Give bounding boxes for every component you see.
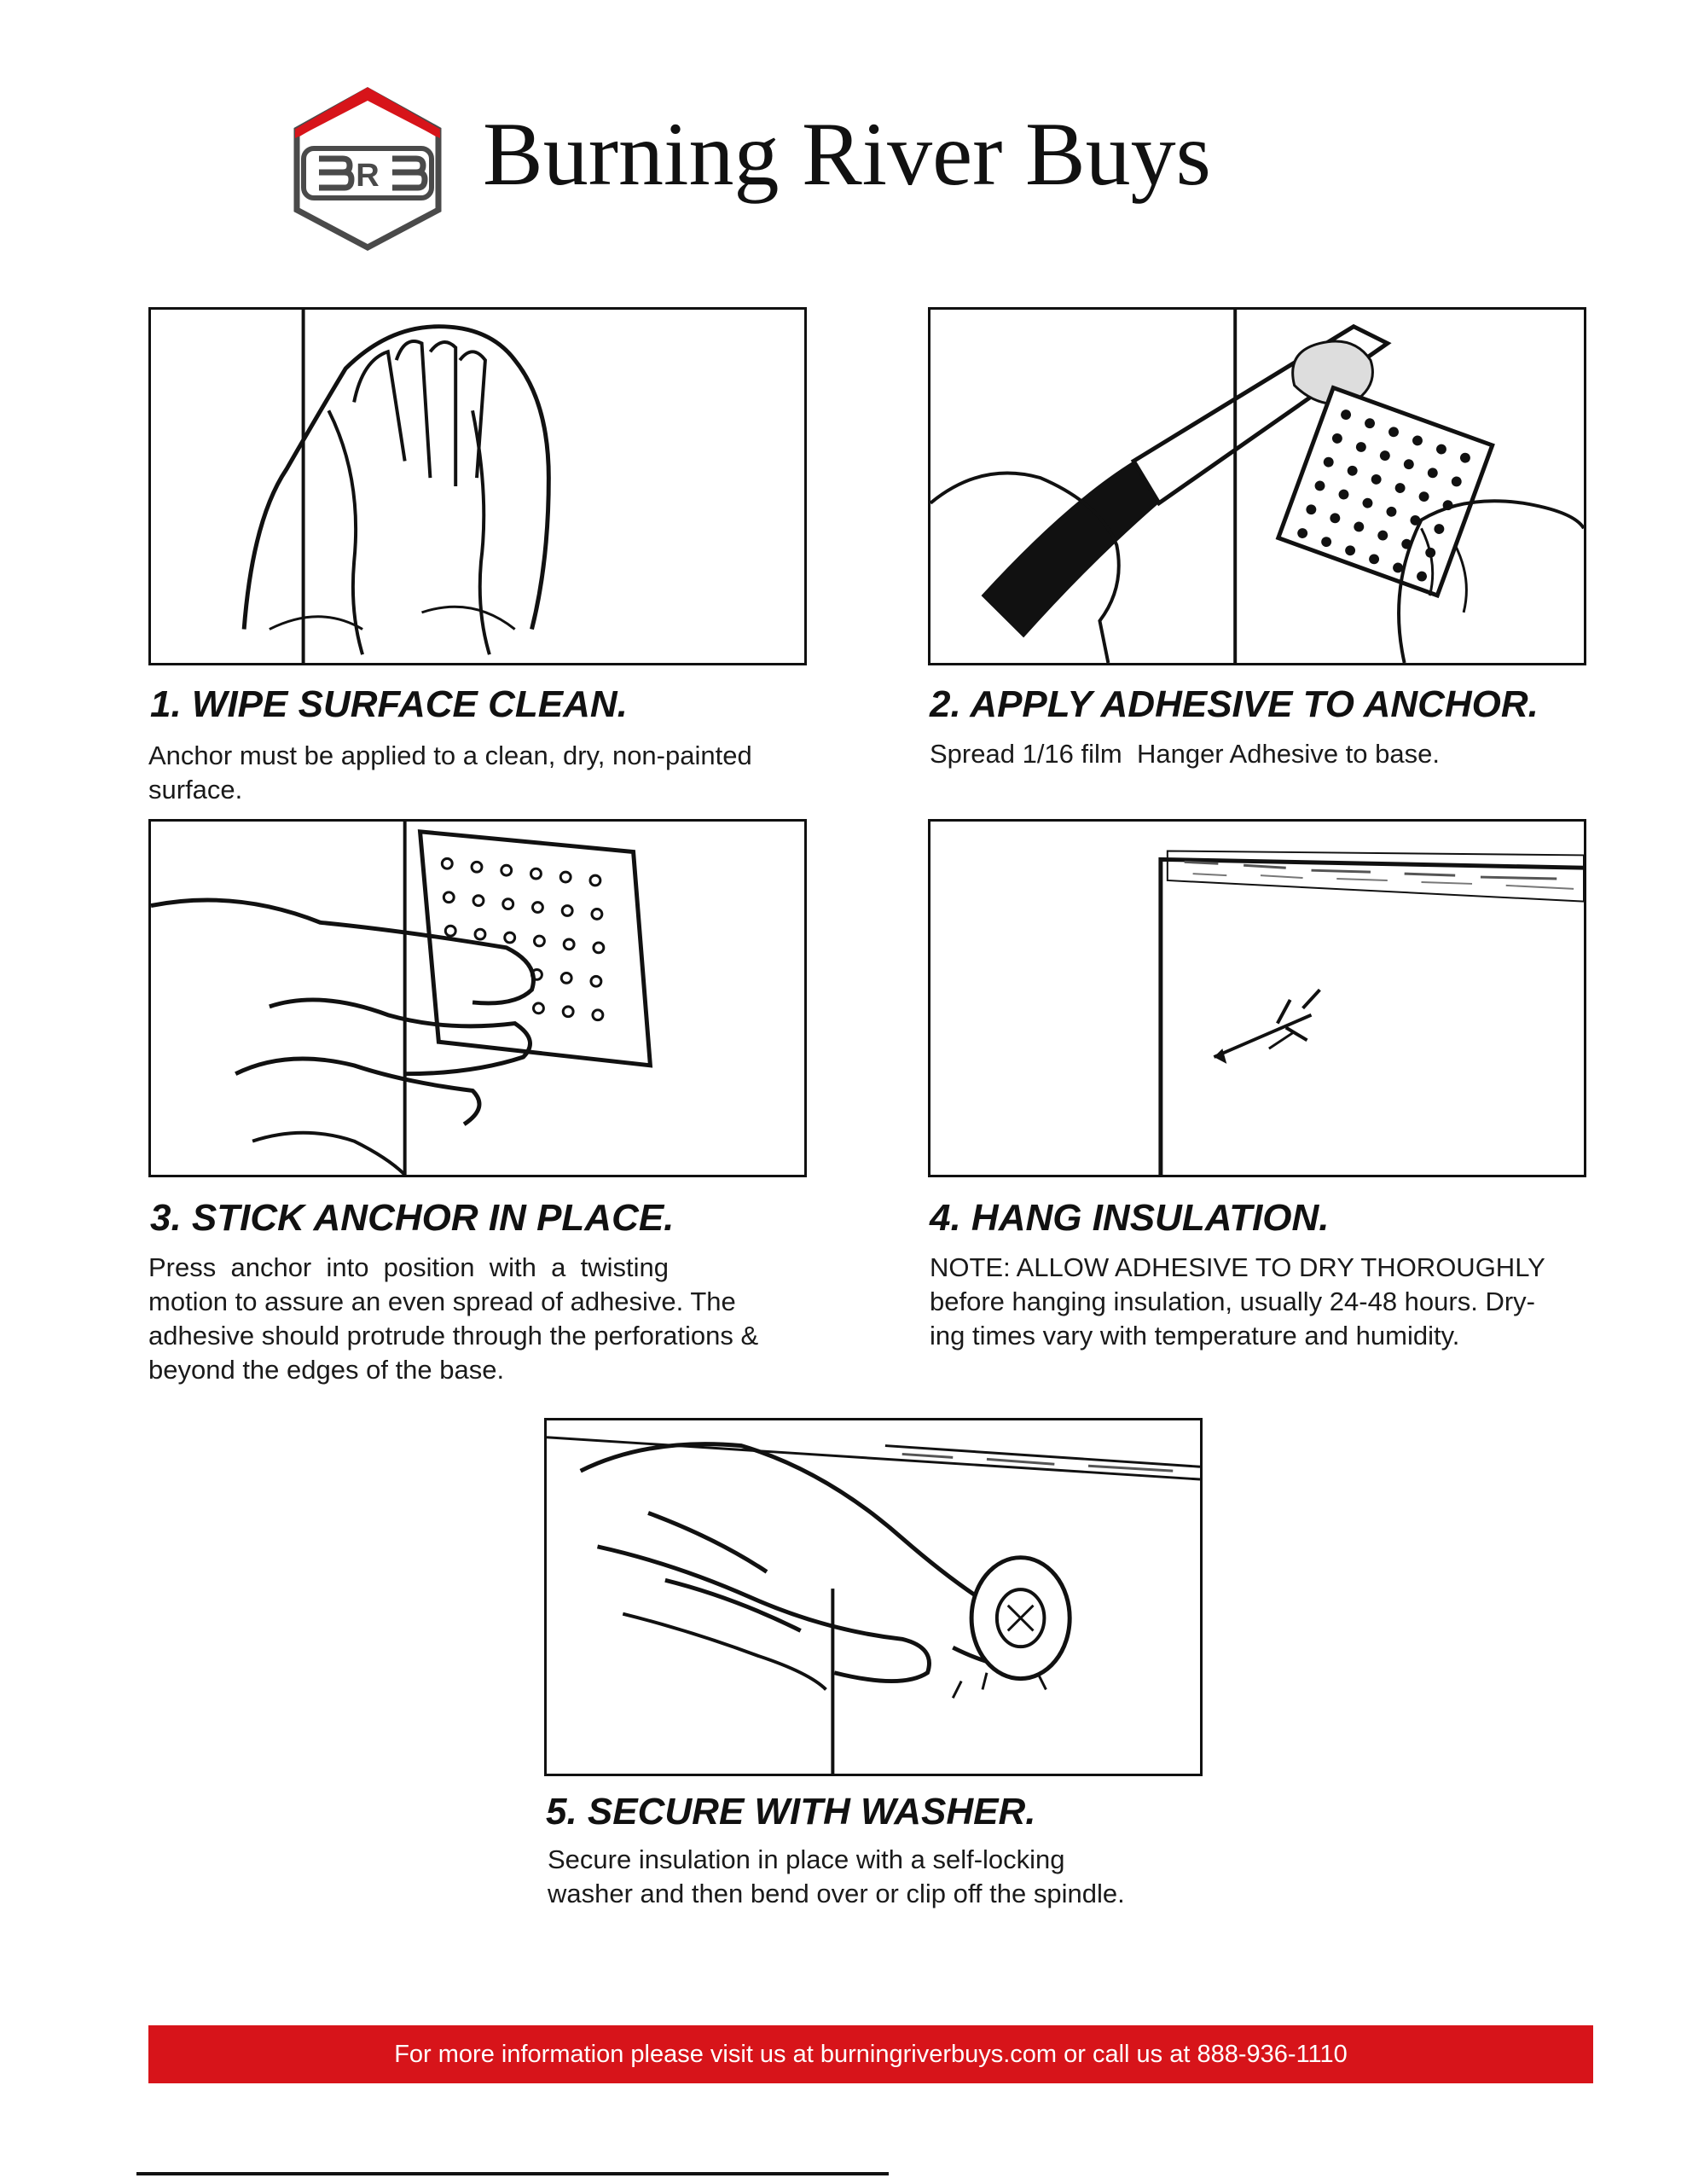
step2-description: Spread 1/16 film Hanger Adhesive to base…	[930, 737, 1440, 771]
step5-desc-line: Secure insulation in place with a self-l…	[548, 1844, 1065, 1874]
insulation-on-spindle-icon	[1158, 850, 1584, 1175]
step4-description: NOTE: ALLOW ADHESIVE TO DRY THOROUGHLY b…	[930, 1251, 1545, 1353]
step4-desc-line: before hanging insulation, usually 24-48…	[930, 1287, 1535, 1316]
washer-securing-icon	[547, 1436, 1200, 1774]
step2-desc-line: Spread 1/16 film Hanger Adhesive to base…	[930, 739, 1440, 769]
step3-illustration	[148, 819, 807, 1177]
svg-text:R: R	[356, 158, 379, 194]
step4-title: 4. HANG INSULATION.	[930, 1197, 1330, 1239]
step1-desc-line: surface.	[148, 775, 243, 804]
step5-illustration	[544, 1418, 1203, 1776]
footer-contact-text: For more information please visit us at …	[394, 2040, 1348, 2068]
bottom-divider	[136, 2172, 889, 2175]
step3-desc-line: adhesive should protrude through the per…	[148, 1321, 759, 1350]
pressing-anchor-icon	[151, 822, 653, 1175]
step3-title: 3. STICK ANCHOR IN PLACE.	[150, 1197, 675, 1239]
footer-banner: For more information please visit us at …	[148, 2025, 1593, 2083]
step5-desc-line: washer and then bend over or clip off th…	[548, 1879, 1125, 1908]
step1-illustration	[148, 307, 807, 665]
step3-desc-line: motion to assure an even spread of adhes…	[148, 1287, 736, 1316]
step3-desc-line: beyond the edges of the base.	[148, 1355, 505, 1385]
step3-description: Press anchor into position with a twisti…	[148, 1251, 758, 1387]
step4-desc-line: NOTE: ALLOW ADHESIVE TO DRY THOROUGHLY	[930, 1252, 1545, 1282]
step1-title: 1. WIPE SURFACE CLEAN.	[150, 683, 628, 725]
step1-description: Anchor must be applied to a clean, dry, …	[148, 739, 752, 807]
step1-desc-line: Anchor must be applied to a clean, dry, …	[148, 741, 752, 770]
brand-name: Burning River Buys	[483, 104, 1211, 204]
step4-illustration	[928, 819, 1586, 1177]
step3-desc-line: Press anchor into position with a twisti…	[148, 1252, 669, 1282]
hands-wiping-cloth-icon	[241, 310, 551, 663]
step2-illustration	[928, 307, 1586, 665]
brb-logo-icon: R	[288, 82, 447, 253]
step4-desc-line: ing times vary with temperature and humi…	[930, 1321, 1460, 1350]
step2-title: 2. APPLY ADHESIVE TO ANCHOR.	[930, 683, 1539, 725]
adhesive-spreading-icon	[930, 310, 1584, 663]
step5-title: 5. SECURE WITH WASHER.	[546, 1791, 1036, 1833]
step5-description: Secure insulation in place with a self-l…	[548, 1843, 1125, 1911]
